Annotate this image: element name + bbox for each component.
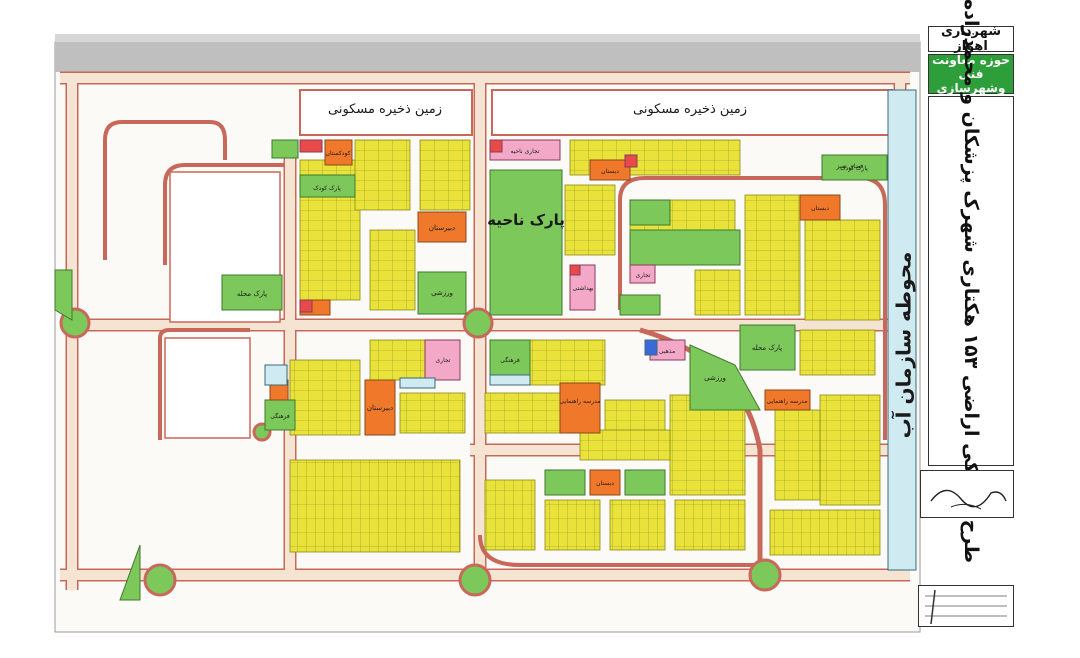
stamp-lines: [925, 589, 1007, 625]
district-park: [489, 169, 563, 316]
label-cultural-west: فرهنگی: [270, 412, 290, 420]
label-guidance-school: مدرسه راهنمایی: [560, 398, 601, 405]
roundabouts: [59, 307, 782, 597]
label-commercial: تجاری: [436, 357, 451, 364]
label-primary-school-east: دبستان: [811, 205, 829, 212]
label-guidance-school-east: مدرسه راهنمایی: [767, 398, 808, 405]
reserve-zone-left: [299, 89, 473, 136]
label-reserve-right: زمین ذخیره مسکونی: [633, 102, 747, 117]
reserve-zone-right: [491, 89, 893, 136]
label-primary-school: دبستان: [601, 168, 619, 175]
plan-title-box: طرح تفکیکی اراضی ۱۵۳ هکتاری شهرک پزشکان …: [928, 0, 1014, 563]
signature-box: [920, 470, 1014, 518]
label-primary-school-south: دبستان: [596, 480, 614, 487]
utility-parcels: [264, 89, 917, 571]
label-health: بهداشتی: [572, 285, 593, 292]
label-kindergarten: کودکستان: [326, 150, 351, 157]
label-high-school: دبیرستان: [429, 224, 455, 232]
label-neighborhood-park-east: پارک محله: [752, 344, 782, 352]
water-authority-zone: محوطه سازمان آب: [888, 120, 918, 570]
department-header: حوزه معاونت فنی وشهرسازی: [928, 53, 1014, 95]
label-green-space: فضای سبز: [836, 163, 864, 170]
label-childrens-park-east: پارک کودک: [840, 164, 868, 172]
top-thin-band: [55, 34, 920, 42]
label-neighborhood-park-west: پارک محله: [237, 290, 267, 298]
label-district-park: پارک ناحیه: [487, 211, 565, 230]
label-high-school-south: دبیرستان: [367, 404, 393, 412]
water-authority-label: محوطه سازمان آب: [891, 251, 915, 439]
approval-stamp-box: [918, 585, 1014, 627]
label-cultural: فرهنگی: [500, 356, 520, 364]
label-childrens-park: پارک کودک: [313, 184, 341, 192]
label-sports: ورزشی: [431, 289, 453, 297]
residential-blocks: [289, 139, 881, 556]
label-sports-east: ورزشی: [704, 374, 726, 382]
top-grey-band: [55, 42, 920, 72]
label-reserve-left: زمین ذخیره مسکونی: [328, 102, 442, 117]
label-commercial-east: تجاری: [636, 272, 651, 279]
label-religious: مذهبی: [659, 348, 675, 355]
map-labels: زمین ذخیره مسکونی زمین ذخیره مسکونی پارک…: [237, 102, 868, 487]
label-district-commercial: تجاری ناحیه: [510, 148, 539, 155]
signature-scribble: [930, 489, 1007, 510]
green-spaces: [54, 139, 888, 601]
open-land-southwest: [164, 337, 251, 439]
municipality-header: شهرداری اهواز: [928, 24, 1014, 54]
commercial-parcels: [299, 139, 686, 381]
